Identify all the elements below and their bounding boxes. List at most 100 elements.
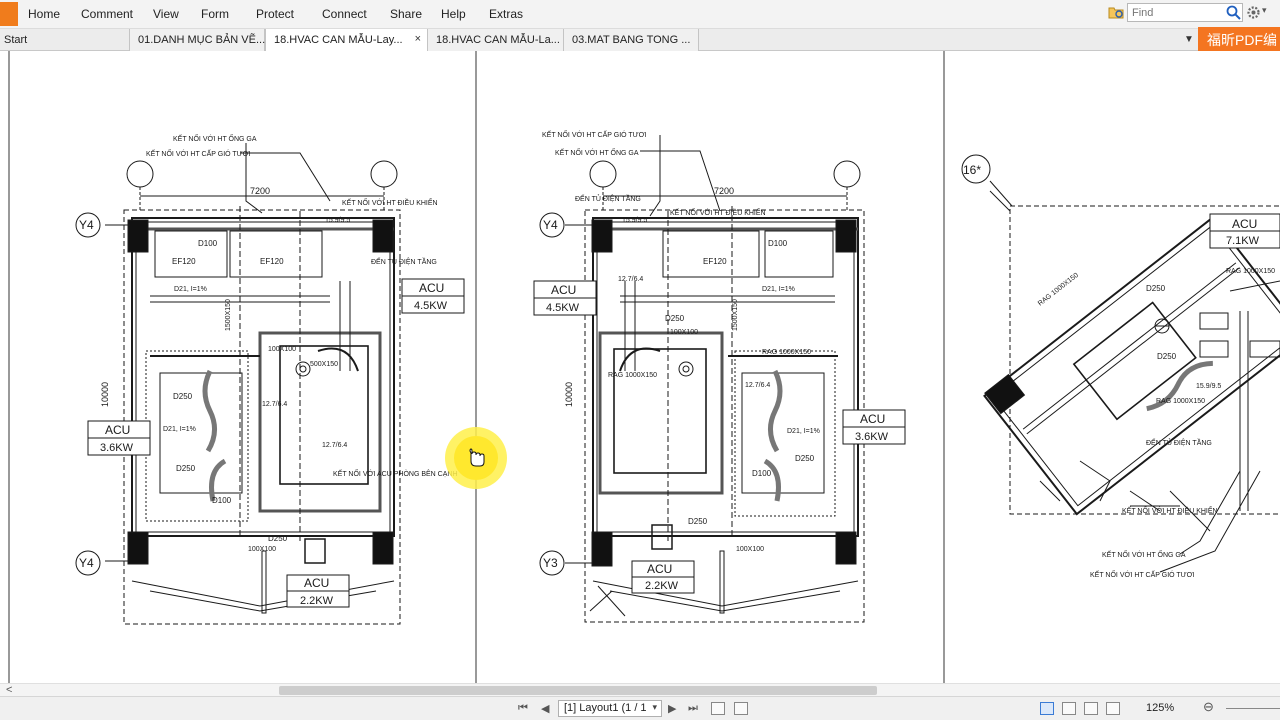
dimension-width-left: 7200 — [250, 186, 270, 196]
search-icon[interactable] — [1226, 5, 1241, 20]
label-d250: D250 — [665, 314, 685, 323]
menu-extras[interactable]: Extras — [489, 7, 524, 21]
scroll-thumb[interactable] — [279, 686, 877, 695]
note-panel-left: ĐẾN TỦ ĐIỆN TẦNG — [371, 256, 437, 266]
zoom-out-icon[interactable]: ⊖ — [1203, 699, 1214, 714]
document-tab-bar: Start 01.DANH MỤC BẢN VẼ... 18.HVAC CAN … — [0, 29, 1280, 51]
label-d250: D250 — [268, 534, 288, 543]
menu-form[interactable]: Form — [201, 7, 229, 21]
tab-document-1[interactable]: 01.DANH MỤC BẢN VẼ... — [130, 29, 265, 51]
tab-document-2-active[interactable]: 18.HVAC CAN MẪU-Lay... × — [265, 29, 428, 51]
tab-document-4[interactable]: 03.MAT BANG TONG ... — [564, 29, 699, 51]
folder-search-icon[interactable] — [1108, 5, 1124, 19]
label-pipe-size: 12.7/6.4 — [262, 401, 287, 408]
note-fresh-air-right: KẾT NỐI VỚI HT CẤP GIÓ TƯƠI — [1090, 569, 1195, 579]
settings-caret-icon[interactable]: ▾ — [1262, 5, 1267, 15]
note-panel-right: ĐẾN TỦ ĐIỆN TẦNG — [1146, 437, 1212, 447]
zoom-level[interactable]: 125% — [1146, 702, 1175, 714]
label-d100: D100 — [198, 239, 218, 248]
menu-bar: Home Comment View Form Protect Connect S… — [0, 0, 1280, 29]
label-ef120: EF120 — [172, 257, 196, 266]
label-duct: 1500X150 — [225, 299, 232, 331]
note-gas-mid: KẾT NỐI VỚI HT ỐNG GA — [555, 147, 639, 157]
acu-2.2kw-mid-power: 2.2KW — [645, 580, 679, 592]
page-selector[interactable]: [1] Layout1 (1 / 1 ▾ — [558, 700, 662, 717]
app-logo-icon[interactable] — [0, 2, 18, 26]
cad-drawing: KẾT NỐI VỚI HT ỐNG GA KẾT NỐI VỚI HT CẤP… — [8, 51, 1280, 683]
continuous-view-icon[interactable] — [1062, 702, 1076, 715]
menu-connect[interactable]: Connect — [322, 7, 367, 21]
tab-start-label: Start — [4, 34, 28, 46]
label-grille: 100X100 — [736, 546, 764, 553]
grid-label-y4-bottom: Y4 — [79, 556, 94, 570]
label-d250: D250 — [688, 517, 708, 526]
label-pipe-size: 15.9/9.5 — [1196, 383, 1221, 390]
note-panel-mid: ĐẾN TỦ ĐIỆN TẦNG — [575, 193, 641, 203]
menu-comment[interactable]: Comment — [81, 7, 134, 21]
menu-home[interactable]: Home — [28, 7, 61, 21]
facing-view-icon[interactable] — [1084, 702, 1098, 715]
label-duct: 500X150 — [310, 361, 338, 368]
note-control-mid: KẾT NỐI VỚI HT ĐIỀU KHIỂN — [670, 207, 766, 217]
last-page-icon[interactable]: ⏭ — [688, 702, 698, 714]
label-grille: 100X100 — [268, 346, 296, 353]
note-fresh-air-mid: KẾT NỐI VỚI HT CẤP GIÓ TƯƠI — [542, 129, 647, 139]
label-grille: 100X100 — [248, 546, 276, 553]
tab-document-3[interactable]: 18.HVAC CAN MẪU-La... — [428, 29, 564, 51]
gear-icon[interactable] — [1246, 5, 1261, 20]
label-d250: D250 — [176, 464, 196, 473]
grid-label-y3-mid: Y3 — [543, 556, 558, 570]
note-control-right: KẾT NỐI VỚI HT ĐIỀU KHIỂN — [1122, 505, 1218, 515]
promo-banner[interactable]: 福昕PDF编 — [1198, 27, 1280, 51]
label-duct: 1500X150 — [732, 299, 739, 331]
acu-7.1kw-power: 7.1KW — [1226, 235, 1260, 247]
label-grille: 100X100 — [670, 329, 698, 336]
label-rag: RAG 1000X150 — [1037, 272, 1080, 308]
prev-page-icon[interactable]: ◀ — [541, 703, 550, 715]
left-floor-plan — [75, 143, 465, 625]
note-adjacent-acu-left: KẾT NỐI VỚI ACU PHÒNG BÊN CẠNH — [333, 468, 458, 478]
fit-page-icon[interactable] — [711, 702, 725, 715]
menu-view[interactable]: View — [153, 7, 179, 21]
close-tab-icon[interactable]: × — [414, 33, 421, 45]
right-floor-plan — [961, 154, 1280, 573]
label-rag: RAG 1000X150 — [1226, 268, 1275, 275]
label-rag: RAG 1000X150 — [608, 372, 657, 379]
single-page-view-icon[interactable] — [1040, 702, 1054, 715]
label-pipe-size: 15.9/9.5 — [325, 217, 350, 224]
label-d100: D100 — [752, 469, 772, 478]
label-rag: RAG 1000X150 — [1156, 398, 1205, 405]
search-input[interactable] — [1127, 3, 1243, 22]
acu-3.6kw-name: ACU — [105, 423, 130, 437]
middle-plan-text: KẾT NỐI VỚI HT CẤP GIÓ TƯƠI KẾT NỐI VỚI … — [542, 129, 889, 592]
status-bar: ⏮ ◀ [1] Layout1 (1 / 1 ▾ ▶ ⏭ 125% ⊖ — [0, 696, 1280, 720]
search-box: ▾ — [1108, 3, 1272, 23]
first-page-icon[interactable]: ⏮ — [518, 702, 528, 714]
continuous-facing-view-icon[interactable] — [1106, 702, 1120, 715]
acu-2.2kw-name: ACU — [304, 576, 329, 590]
menu-help[interactable]: Help — [441, 7, 466, 21]
label-d100: D100 — [212, 496, 232, 505]
note-fresh-air-left: KẾT NỐI VỚI HT CẤP GIÓ TƯƠI — [146, 148, 251, 158]
menu-protect[interactable]: Protect — [256, 7, 295, 21]
menu-share[interactable]: Share — [390, 7, 423, 21]
acu-2.2kw-mid-name: ACU — [647, 562, 672, 576]
tab-label: 18.HVAC CAN MẪU-La... — [436, 34, 560, 46]
fit-width-icon[interactable] — [734, 702, 748, 715]
label-d250: D250 — [1146, 284, 1166, 293]
tab-overflow-icon[interactable]: ▼ — [1184, 34, 1194, 45]
dimension-height-left: 10000 — [100, 382, 110, 407]
document-view[interactable]: KẾT NỐI VỚI HT ỐNG GA KẾT NỐI VỚI HT CẤP… — [0, 51, 1280, 683]
chevron-down-icon[interactable]: ▾ — [652, 702, 657, 712]
horizontal-scrollbar[interactable]: < — [0, 683, 1280, 696]
grid-label-y4-top: Y4 — [79, 218, 94, 232]
label-pipe-size: 15.9/9.5 — [622, 217, 647, 224]
label-rag: RAG 1000X150 — [762, 349, 811, 356]
grid-label-y4-mid: Y4 — [543, 218, 558, 232]
tab-start[interactable]: Start — [0, 29, 130, 51]
zoom-slider[interactable] — [1226, 708, 1280, 709]
grid-label-16: 16* — [963, 163, 981, 177]
next-page-icon[interactable]: ▶ — [668, 703, 677, 715]
tab-label: 01.DANH MỤC BẢN VẼ... — [138, 34, 266, 46]
scroll-left-icon[interactable]: < — [6, 684, 13, 696]
